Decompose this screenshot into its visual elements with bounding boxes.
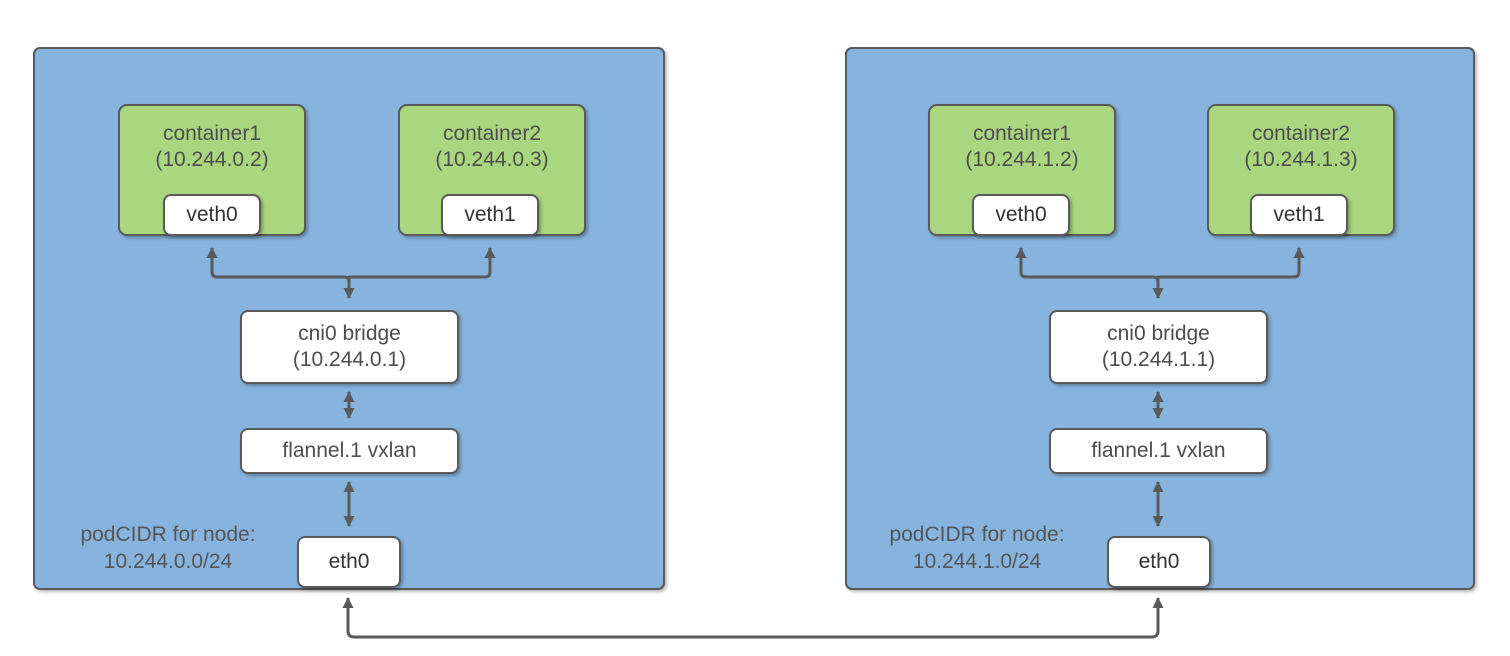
edge-inter-node-link (342, 597, 1164, 639)
bridge-ip-label: (10.244.1.1) (1101, 348, 1216, 371)
bridge-box-left: cni0 bridge (10.244.0.1) (240, 310, 459, 384)
flannel-box-right: flannel.1 vxlan (1049, 428, 1268, 474)
veth-label: veth0 (995, 202, 1047, 226)
veth-box-left-veth0: veth0 (163, 194, 261, 236)
veth-label: veth1 (1273, 202, 1325, 226)
bridge-ip-label: (10.244.0.1) (292, 348, 407, 371)
container-name-label: container1 (972, 122, 1072, 145)
eth0-box-left: eth0 (297, 536, 401, 588)
eth0-label: eth0 (1138, 549, 1180, 573)
veth-label: veth0 (186, 202, 238, 226)
container-ip-label: (10.244.0.2) (155, 148, 269, 172)
edge-inter-node-line (346, 600, 1160, 639)
bridge-name-label: cni0 bridge (1107, 321, 1210, 345)
podcidr-caption-left: podCIDR for node: 10.244.0.0/24 (53, 522, 283, 576)
eth0-box-right: eth0 (1107, 536, 1211, 588)
podcidr-caption-right: podCIDR for node: 10.244.1.0/24 (862, 522, 1092, 576)
podcidr-caption-line2: 10.244.0.0/24 (103, 549, 233, 573)
veth-box-left-veth1: veth1 (441, 194, 539, 236)
container-name-label: container2 (1251, 122, 1351, 145)
container-ip-label: (10.244.0.3) (435, 148, 549, 172)
flannel-box-left: flannel.1 vxlan (240, 428, 459, 474)
bridge-box-right: cni0 bridge (10.244.1.1) (1049, 310, 1268, 384)
container-ip-label: (10.244.1.3) (1244, 148, 1358, 172)
flannel-label: flannel.1 vxlan (1091, 438, 1226, 462)
eth0-label: eth0 (328, 549, 370, 573)
podcidr-caption-line2: 10.244.1.0/24 (912, 549, 1042, 573)
container-box-right-container1: container1 (10.244.1.2) (928, 104, 1116, 236)
podcidr-caption-line1: podCIDR for node: (889, 523, 1065, 546)
container-name-label: container1 (162, 122, 262, 145)
podcidr-caption-line1: podCIDR for node: (80, 523, 256, 546)
veth-box-right-veth1: veth1 (1250, 194, 1348, 236)
container-ip-label: (10.244.1.2) (965, 148, 1079, 172)
veth-label: veth1 (464, 202, 516, 226)
bridge-name-label: cni0 bridge (298, 321, 401, 345)
flannel-label: flannel.1 vxlan (282, 438, 417, 462)
veth-box-right-veth0: veth0 (972, 194, 1070, 236)
container-name-label: container2 (442, 122, 542, 145)
